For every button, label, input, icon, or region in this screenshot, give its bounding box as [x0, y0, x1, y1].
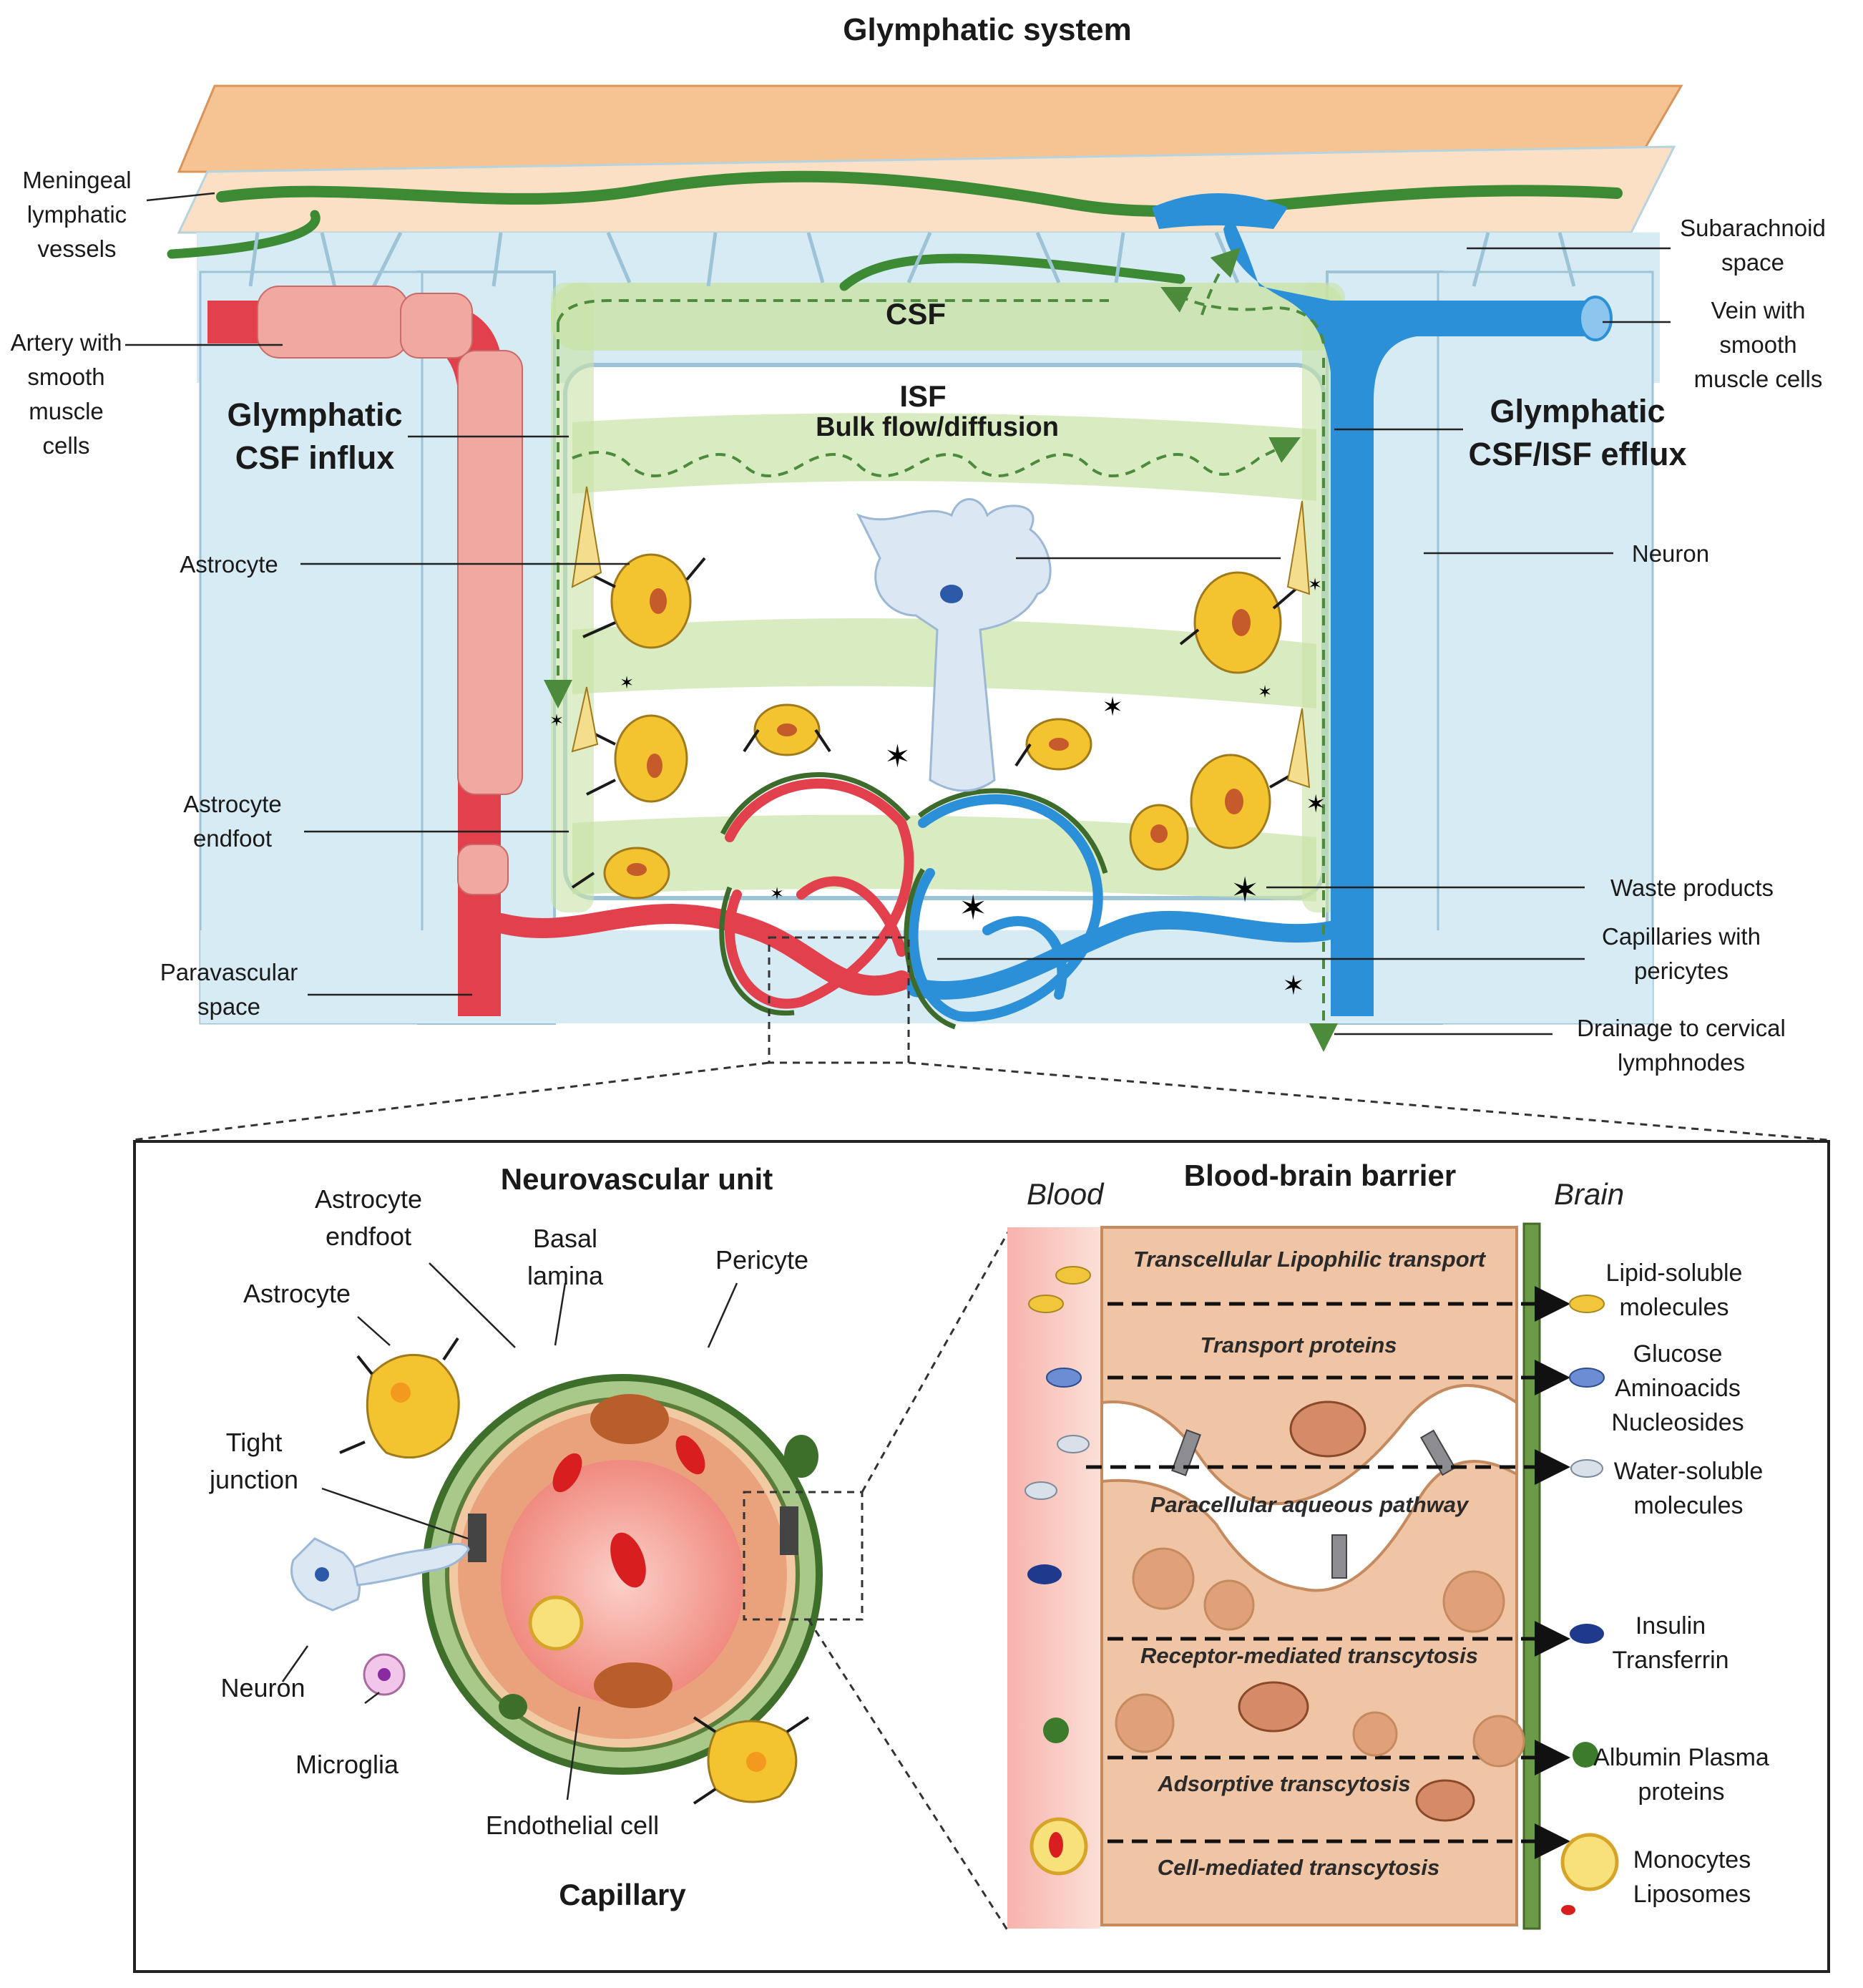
bbb-brain-label: Brain [1554, 1177, 1625, 1211]
label-bulk-flow: Bulk flow/diffusion [816, 412, 1059, 442]
bbb-pathway-2: Transport proteins [1200, 1332, 1397, 1358]
label-astrocyte: Astrocyte [180, 551, 278, 578]
bbb-molecules-6: Monocytes Liposomes [1633, 1846, 1751, 1908]
label-csf: CSF [886, 297, 946, 331]
svg-text:✶: ✶ [959, 888, 987, 928]
bbb-molecules-1: Lipid-soluble molecules [1605, 1259, 1743, 1321]
bbb-pathway-1: Transcellular Lipophilic transport [1133, 1247, 1486, 1272]
label-efflux: Glymphatic CSF/ISF efflux [1468, 393, 1687, 472]
bbb-molecules-3: Water-soluble molecules [1613, 1458, 1764, 1519]
label-endfoot: Astrocyte endfoot [183, 791, 282, 852]
label-waste: Waste products [1610, 874, 1774, 901]
bbb-pathway-5: Adsorptive transcytosis [1158, 1771, 1411, 1796]
label-artery: Artery with smooth muscle cells [10, 329, 122, 459]
capillary-network [725, 778, 1103, 1022]
svg-text:✶: ✶ [1258, 682, 1272, 702]
bbb-illustration [1007, 1222, 1541, 1930]
bbb-molecules [1025, 1266, 1619, 1915]
svg-text:✶: ✶ [884, 739, 911, 775]
label-nvu-microglia: Microglia [295, 1750, 399, 1779]
bbb-molecules-2: Glucose Aminoacids Nucleosides [1611, 1340, 1744, 1436]
label-meningeal: Meningeal lymphatic vessels [22, 167, 132, 262]
svg-text:✶: ✶ [1308, 575, 1322, 595]
label-nvu-endothelial: Endothelial cell [485, 1811, 660, 1840]
csf-band [551, 283, 1345, 351]
label-capillaries: Capillaries with pericytes [1602, 923, 1761, 984]
bbb-blood-label: Blood [1027, 1177, 1104, 1211]
bbb-pathway-3: Paracellular aqueous pathway [1150, 1492, 1469, 1517]
figure-title: Glymphatic system [843, 12, 1132, 47]
label-neuron: Neuron [1631, 540, 1710, 567]
svg-text:✶: ✶ [1306, 790, 1326, 819]
top-neuron-graphic [856, 498, 1052, 792]
bbb-molecules-4: Insulin Transferrin [1612, 1612, 1729, 1674]
waste-products: ✶ ✶ ✶ ✶ ✶ ✶ ✶ ✶ ✶ ✶ ✶ [549, 575, 1326, 1001]
label-vein: Vein with smooth muscle cells [1693, 297, 1823, 392]
svg-text:✶: ✶ [620, 673, 634, 693]
svg-text:✶: ✶ [1231, 870, 1259, 910]
label-nvu-astrocyte: Astrocyte [243, 1279, 351, 1308]
bbb-pathway-4: Receptor-mediated transcytosis [1140, 1643, 1479, 1668]
label-isf: ISF [899, 379, 947, 413]
label-nvu-neuron: Neuron [220, 1673, 305, 1702]
svg-text:✶: ✶ [770, 884, 784, 904]
label-nvu-basal: Basal lamina [527, 1224, 604, 1290]
nvu-title: Neurovascular unit [500, 1162, 773, 1196]
svg-text:✶: ✶ [549, 711, 564, 731]
svg-text:✶: ✶ [1282, 970, 1305, 1001]
label-nvu-pericyte: Pericyte [715, 1245, 809, 1275]
nvu-caption: Capillary [559, 1878, 686, 1911]
label-drainage: Drainage to cervical lymphnodes [1577, 1015, 1786, 1076]
artery-smooth-muscle [257, 286, 523, 895]
lymph-vessel-1 [216, 170, 1623, 217]
label-subarachnoid: Subarachnoid space [1680, 215, 1826, 276]
label-nvu-tight: Tight junction [209, 1428, 299, 1494]
bbb-molecules-5: Albumin Plasma proteins [1593, 1744, 1769, 1806]
lymph-vessel-2 [167, 210, 1185, 291]
label-nvu-endfoot: Astrocyte endfoot [314, 1184, 423, 1251]
label-influx: Glymphatic CSF influx [227, 396, 403, 476]
svg-text:✶: ✶ [1102, 693, 1123, 722]
label-paravascular: Paravascular space [160, 959, 298, 1020]
nvu-cross-section [422, 1374, 823, 1775]
bbb-title: Blood-brain barrier [1183, 1159, 1457, 1192]
bbb-pathway-6: Cell-mediated transcytosis [1157, 1855, 1440, 1880]
